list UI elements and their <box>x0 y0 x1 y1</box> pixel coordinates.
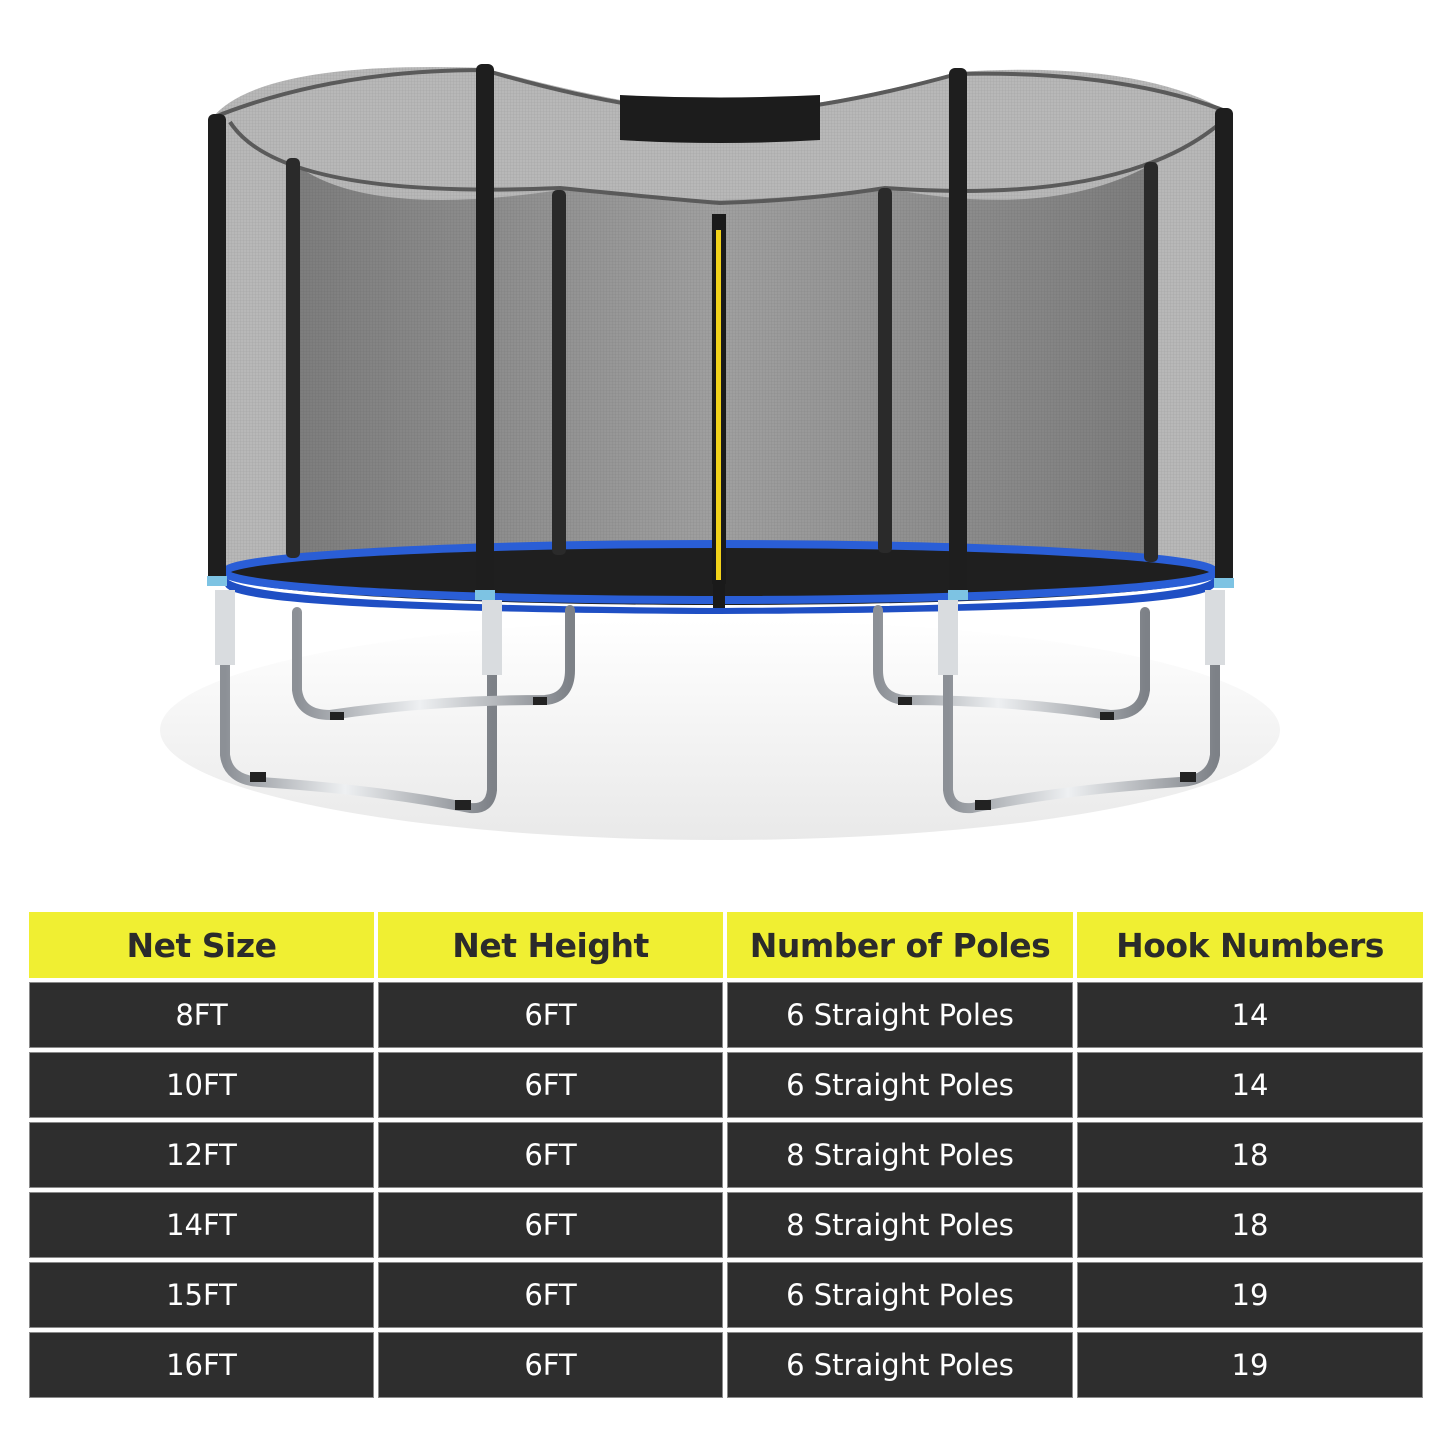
header-net-size: Net Size <box>29 912 374 978</box>
cell-number-of-poles: 6 Straight Poles <box>727 1332 1073 1398</box>
cell-hook-numbers: 18 <box>1077 1122 1423 1188</box>
cell-number-of-poles: 6 Straight Poles <box>727 982 1073 1048</box>
cell-net-size: 8FT <box>29 982 374 1048</box>
cell-net-height: 6FT <box>378 1052 723 1118</box>
cell-number-of-poles: 8 Straight Poles <box>727 1122 1073 1188</box>
cell-net-size: 10FT <box>29 1052 374 1118</box>
cell-hook-numbers: 18 <box>1077 1192 1423 1258</box>
header-hook-numbers: Hook Numbers <box>1077 912 1423 978</box>
cell-net-size: 12FT <box>29 1122 374 1188</box>
cell-net-height: 6FT <box>378 1192 723 1258</box>
header-number-of-poles: Number of Poles <box>727 912 1073 978</box>
cell-hook-numbers: 14 <box>1077 1052 1423 1118</box>
cell-net-size: 14FT <box>29 1192 374 1258</box>
cell-number-of-poles: 6 Straight Poles <box>727 1052 1073 1118</box>
cell-net-size: 16FT <box>29 1332 374 1398</box>
cell-net-height: 6FT <box>378 1122 723 1188</box>
cell-net-height: 6FT <box>378 982 723 1048</box>
cell-net-height: 6FT <box>378 1262 723 1328</box>
cell-number-of-poles: 6 Straight Poles <box>727 1262 1073 1328</box>
header-net-height: Net Height <box>378 912 723 978</box>
trampoline-product-image <box>160 64 1280 845</box>
cell-net-height: 6FT <box>378 1332 723 1398</box>
cell-hook-numbers: 14 <box>1077 982 1423 1048</box>
cell-number-of-poles: 8 Straight Poles <box>727 1192 1073 1258</box>
cell-hook-numbers: 19 <box>1077 1262 1423 1328</box>
cell-net-size: 15FT <box>29 1262 374 1328</box>
cell-hook-numbers: 19 <box>1077 1332 1423 1398</box>
net-spec-table: Net Size Net Height Number of Poles Hook… <box>29 912 1423 1398</box>
